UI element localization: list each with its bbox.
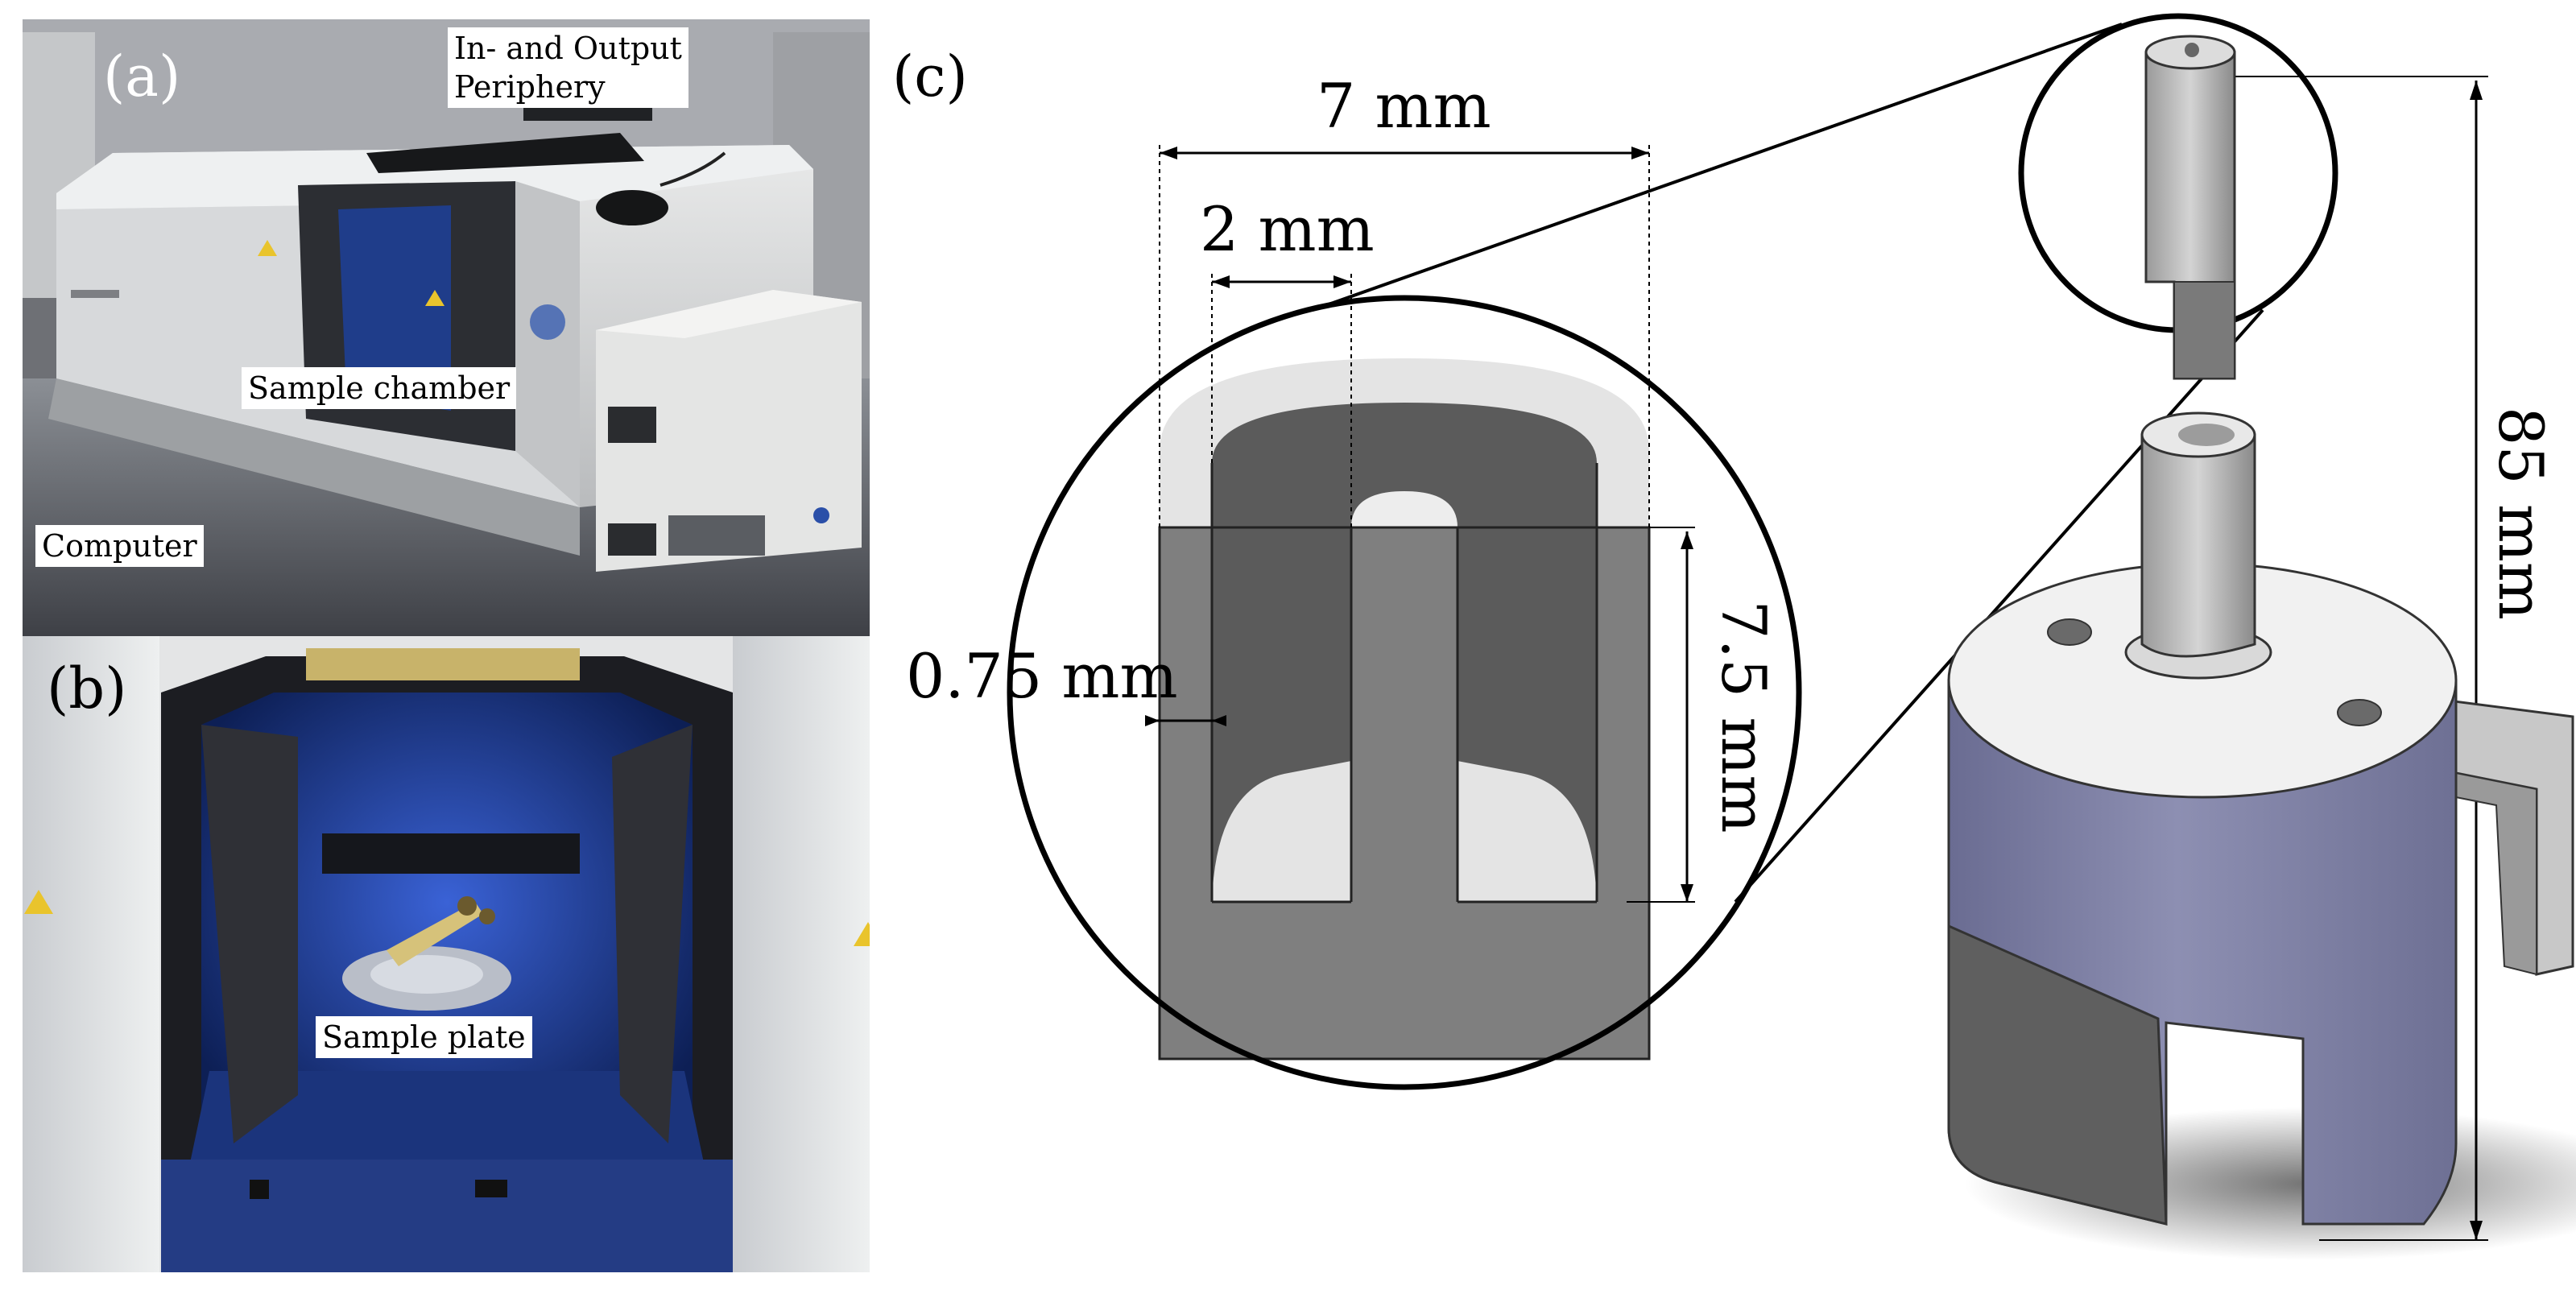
callout-io-line1: In- and Output	[454, 31, 682, 66]
callout-computer: Computer	[35, 525, 204, 567]
dim-outer-width: 7 mm	[1317, 70, 1491, 142]
panel-a-photo	[23, 19, 870, 636]
panel-b-photo	[23, 636, 870, 1272]
panel-b-label: (b)	[47, 655, 127, 721]
dim-depth: 7.5 mm	[1708, 600, 1780, 833]
callout-io-line2: Periphery	[454, 69, 606, 105]
magnifier-circle	[1007, 295, 1802, 1090]
dim-slot-width: 2 mm	[1200, 193, 1375, 265]
callout-sample-chamber: Sample chamber	[242, 367, 517, 409]
panel-a-label: (a)	[103, 43, 181, 110]
dim-overall-height: 85 mm	[2485, 407, 2557, 620]
dim-wall-thickness: 0.75 mm	[906, 640, 1178, 712]
callout-sample-plate: Sample plate	[316, 1016, 532, 1058]
panel-c-label: (c)	[892, 43, 968, 110]
panel-c-drawing	[1007, 13, 2576, 1260]
callout-io-periphery: In- and Output Periphery	[448, 27, 688, 108]
